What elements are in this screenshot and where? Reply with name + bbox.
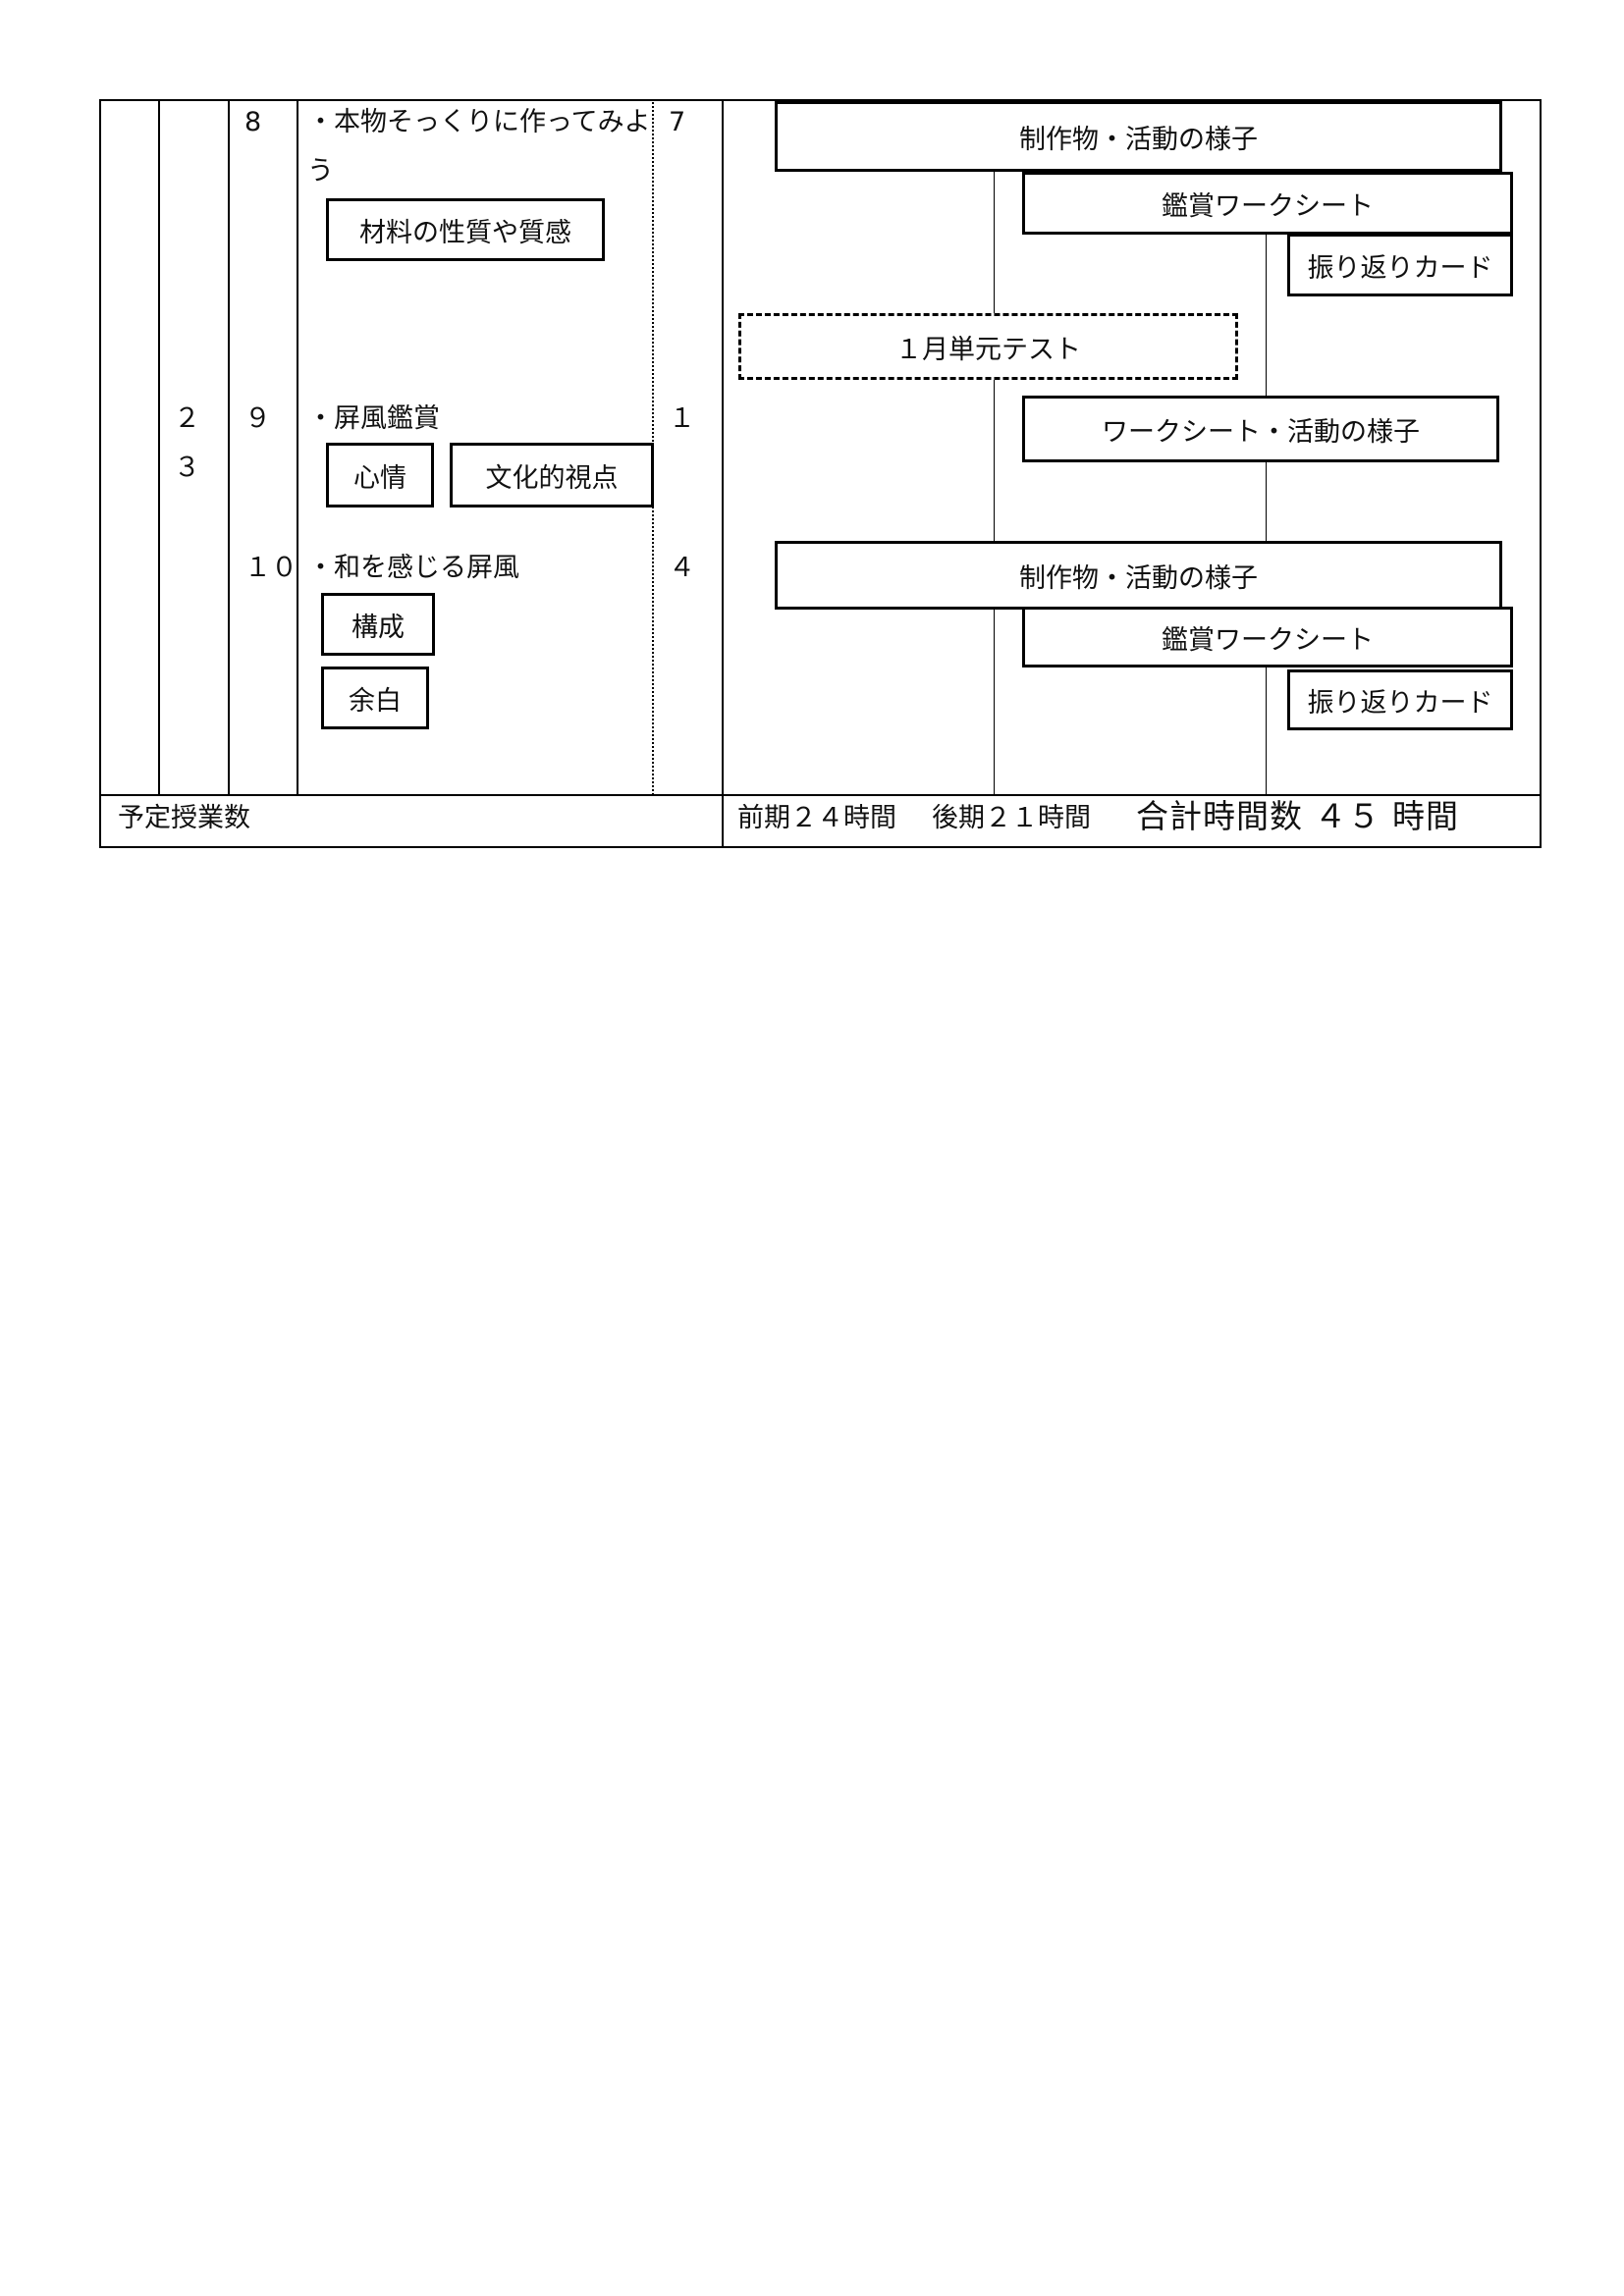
- lesson-hours: １: [669, 403, 695, 434]
- evaluation-bar: 制作物・活動の様子: [775, 101, 1502, 172]
- lesson-title-continued: う: [307, 156, 334, 187]
- timeline-guide: [994, 171, 995, 795]
- column-divider: [228, 99, 230, 795]
- column-divider: [297, 99, 298, 795]
- column-divider: [158, 99, 160, 795]
- lesson-title: ・本物そっくりに作ってみよ: [307, 107, 651, 137]
- table-bottom-border: [99, 846, 1542, 848]
- month-number: ２: [174, 403, 200, 434]
- lesson-hours: 7: [669, 107, 686, 137]
- viewpoint-box: 文化的視点: [450, 443, 654, 507]
- total-hours: 合計時間数 ４５ 時間: [1136, 797, 1459, 835]
- timeline-guide: [1266, 234, 1267, 795]
- evaluation-bar: 振り返りカード: [1287, 234, 1513, 296]
- lesson-number: ９: [244, 403, 271, 434]
- evaluation-bar: 鑑賞ワークシート: [1022, 172, 1513, 235]
- viewpoint-box: 余白: [321, 667, 429, 729]
- footer-label: 予定授業数: [118, 803, 250, 833]
- first-term-hours: 前期２４時間: [737, 803, 896, 833]
- viewpoint-box: 材料の性質や質感: [326, 198, 605, 261]
- table-left-border: [99, 99, 101, 847]
- lesson-hours: ４: [669, 553, 695, 583]
- lesson-number: 8: [244, 107, 262, 137]
- lesson-title: ・屏風鑑賞: [307, 403, 440, 434]
- table-top-border: [99, 99, 1542, 101]
- evaluation-bar: 振り返りカード: [1287, 669, 1513, 730]
- lesson-number: １０: [244, 553, 298, 583]
- evaluation-bar: ワークシート・活動の様子: [1022, 396, 1499, 462]
- month-number: ３: [174, 453, 200, 483]
- table-row-divider: [99, 794, 1542, 796]
- unit-test-bar: １月単元テスト: [738, 313, 1238, 380]
- viewpoint-box: 心情: [326, 443, 434, 507]
- second-term-hours: 後期２１時間: [932, 803, 1091, 833]
- evaluation-bar: 制作物・活動の様子: [775, 541, 1502, 610]
- column-divider: [722, 99, 724, 847]
- table-right-border: [1540, 99, 1542, 847]
- lesson-title: ・和を感じる屏風: [307, 553, 519, 583]
- viewpoint-box: 構成: [321, 593, 435, 656]
- evaluation-bar: 鑑賞ワークシート: [1022, 607, 1513, 667]
